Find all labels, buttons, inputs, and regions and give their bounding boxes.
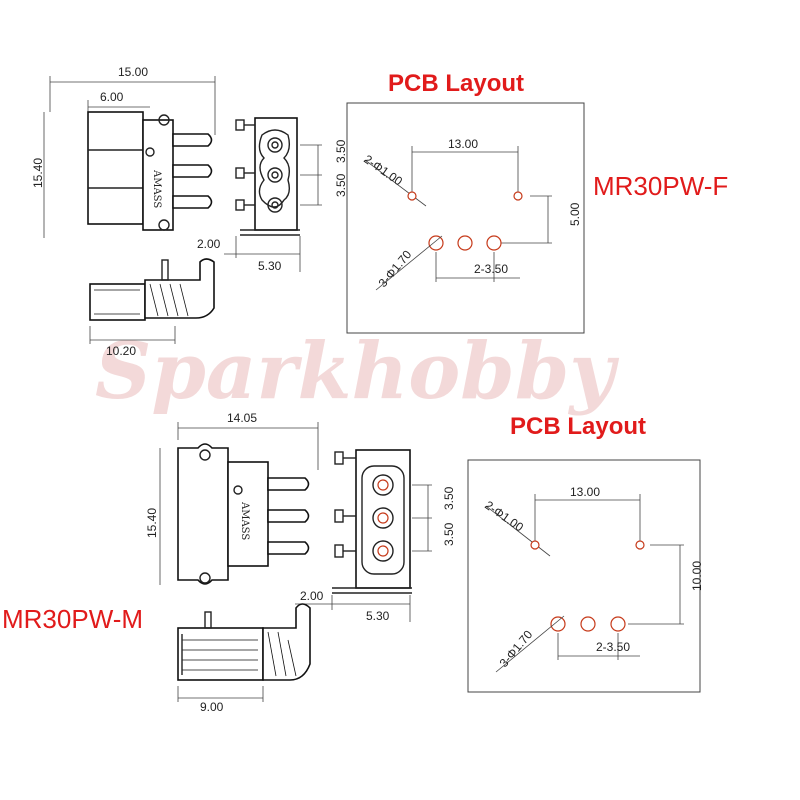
top-mount-hole-left: [407, 191, 417, 201]
top-pin-hole-3: [486, 235, 502, 251]
top-height: 15.40: [31, 158, 45, 188]
bottom-depth: 5.30: [366, 609, 390, 623]
bottom-mount-hole-left: [530, 540, 540, 550]
bottom-pcb-span: 13.00: [570, 485, 600, 499]
top-pcb-vertical: 5.00: [568, 202, 582, 226]
bottom-pcb-vertical: 10.00: [690, 561, 704, 591]
bottom-front-view: 14.05 15.40 AMASS: [145, 411, 319, 585]
top-pitch-lower: 3.50: [334, 173, 348, 197]
bottom-height: 15.40: [145, 508, 159, 538]
top-side-length: 10.20: [106, 344, 136, 358]
top-body-length: 6.00: [100, 90, 124, 104]
bottom-pitch-upper: 3.50: [442, 486, 456, 510]
top-pin-offset: 2.00: [197, 237, 221, 251]
top-front-view: 15.00 6.00 15.40 AMASS: [31, 65, 216, 238]
top-pcb-heading: PCB Layout: [388, 70, 524, 97]
top-pcb-pin-pitch: 2-3.50: [474, 262, 508, 276]
bottom-end-view: 3.50 3.50 2.00 5.30: [295, 449, 456, 623]
bottom-pcb-heading: PCB Layout: [510, 413, 646, 440]
top-pcb-layout: 13.00 2-Φ1.00 5.00 3-Φ1.70 2-3.50: [346, 102, 585, 334]
top-overall-length: 15.00: [118, 65, 148, 79]
top-part-number: MR30PW-F: [593, 171, 728, 201]
bottom-overall-length: 14.05: [227, 411, 257, 425]
top-end-view: 3.50 3.50 2.00 5.30: [197, 117, 348, 273]
top-mount-hole-right: [513, 191, 523, 201]
top-logo-mark: [145, 147, 155, 157]
bottom-side-view: 9.00: [177, 603, 311, 714]
bottom-pin-hole-2: [580, 616, 596, 632]
bottom-pin-hole-3: [610, 616, 626, 632]
top-pcb-span: 13.00: [448, 137, 478, 151]
bottom-pcb-pin-pitch: 2-3.50: [596, 640, 630, 654]
bottom-pcb-layout: 13.00 2-Φ1.00 10.00 3-Φ1.70 2-3.50: [467, 459, 704, 693]
top-pin-hole-1: [428, 235, 444, 251]
bottom-mount-hole-right: [635, 540, 645, 550]
top-depth: 5.30: [258, 259, 282, 273]
top-side-view: 10.20: [89, 258, 215, 358]
bottom-logo-mark: [233, 485, 243, 495]
bottom-pin-hole-1: [550, 616, 566, 632]
bottom-part-number: MR30PW-M: [2, 604, 143, 634]
bottom-pin-offset: 2.00: [300, 589, 324, 603]
bottom-pitch-lower: 3.50: [442, 522, 456, 546]
watermark: Sparkhobby: [95, 326, 619, 417]
top-brand: AMASS: [151, 169, 162, 208]
top-pitch-upper: 3.50: [334, 139, 348, 163]
bottom-side-length: 9.00: [200, 700, 224, 714]
bottom-brand: AMASS: [239, 501, 250, 540]
top-pin-hole-2: [457, 235, 473, 251]
